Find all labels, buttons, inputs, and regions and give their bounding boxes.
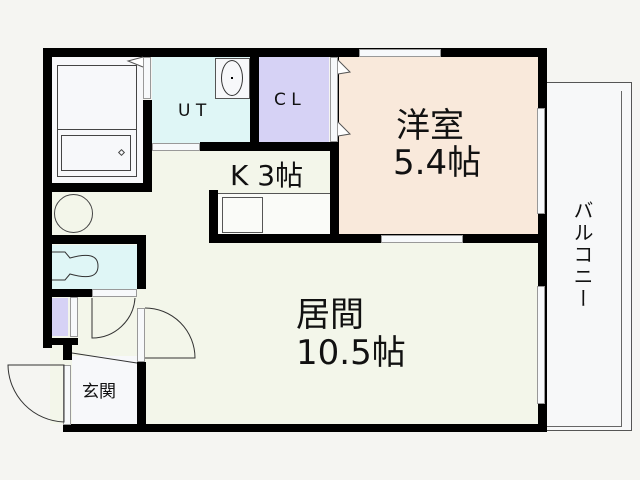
small-closet <box>52 298 68 336</box>
bath-door-icon <box>126 56 144 68</box>
step-line <box>71 352 138 364</box>
toilet-fixture-icon <box>52 251 99 281</box>
kitchen-counter <box>216 193 330 235</box>
window-north <box>359 49 441 57</box>
living-room-name: 居間 <box>296 295 364 335</box>
kitchen-label: K 3帖 <box>230 159 304 192</box>
closet-label: C L <box>274 90 301 110</box>
entrance-label: 玄関 <box>82 382 116 402</box>
entrance-door-swing-icon <box>7 364 65 423</box>
balcony <box>544 82 632 431</box>
basin-bowl <box>221 60 243 96</box>
window-east-lower <box>537 286 545 404</box>
closet-door-icon <box>337 59 352 137</box>
western-room-size: 5.4帖 <box>393 143 482 183</box>
western-room <box>338 56 538 234</box>
washing-machine <box>54 194 93 233</box>
western-room-name: 洋室 <box>396 106 464 146</box>
utility-label: U T <box>178 101 207 121</box>
window-between-rooms <box>381 235 463 243</box>
toilet-door-swing-icon <box>91 297 136 339</box>
closet <box>259 56 329 142</box>
bathtub <box>57 65 137 177</box>
window-east-upper <box>537 108 545 214</box>
bath-basin <box>61 135 131 171</box>
living-door-swing-icon <box>144 307 196 359</box>
sink <box>222 197 263 233</box>
bathroom <box>50 56 143 184</box>
entrance <box>72 356 137 424</box>
balcony-label: バルコニー <box>570 200 594 310</box>
living-room-size: 10.5帖 <box>296 333 406 373</box>
